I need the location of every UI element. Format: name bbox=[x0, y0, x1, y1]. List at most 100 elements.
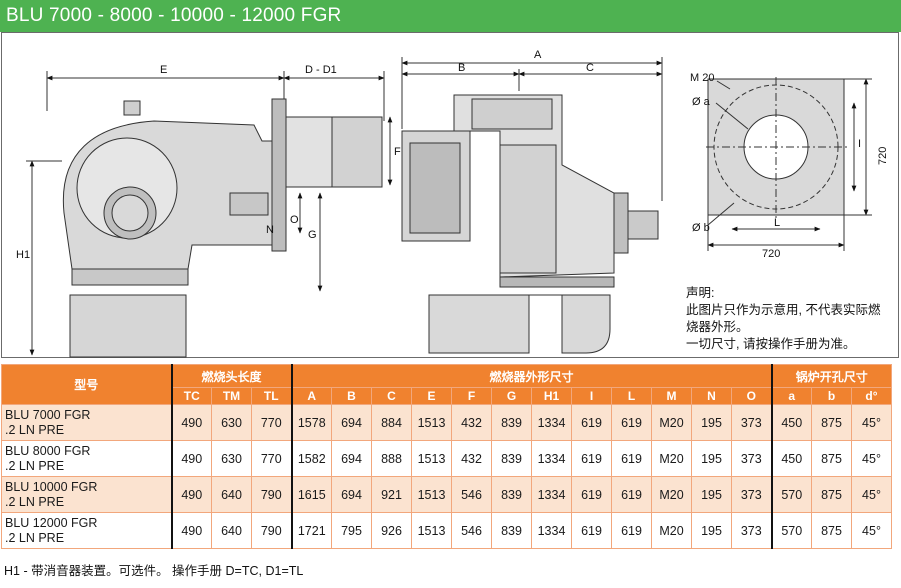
col-header: N bbox=[691, 387, 732, 405]
value-cell: 619 bbox=[611, 476, 652, 513]
value-cell: 640 bbox=[211, 512, 252, 549]
value-cell: 1334 bbox=[531, 476, 572, 513]
value-cell: 1578 bbox=[291, 404, 332, 441]
title-bar: BLU 7000 - 8000 - 10000 - 12000 FGR bbox=[0, 0, 901, 32]
value-cell: 888 bbox=[371, 440, 412, 477]
col-header: H1 bbox=[531, 387, 572, 405]
value-cell: 570 bbox=[771, 476, 812, 513]
value-cell: 45° bbox=[851, 512, 892, 549]
value-cell: 1582 bbox=[291, 440, 332, 477]
value-cell: 1615 bbox=[291, 476, 332, 513]
header-group-boiler: 锅炉开孔尺寸 bbox=[771, 364, 892, 388]
col-header: F bbox=[451, 387, 492, 405]
value-cell: 45° bbox=[851, 440, 892, 477]
value-cell: M20 bbox=[651, 476, 692, 513]
value-cell: 450 bbox=[771, 440, 812, 477]
value-cell: 1334 bbox=[531, 440, 572, 477]
model-cell: BLU 12000 FGR.2 LN PRE bbox=[1, 512, 173, 549]
value-cell: 875 bbox=[811, 404, 852, 441]
note-line: 一切尺寸, 请按操作手册为准。 bbox=[686, 337, 856, 351]
value-cell: 839 bbox=[491, 404, 532, 441]
value-cell: 640 bbox=[211, 476, 252, 513]
value-cell: 45° bbox=[851, 476, 892, 513]
value-cell: 195 bbox=[691, 404, 732, 441]
value-cell: 619 bbox=[571, 512, 612, 549]
header-group-head-length: 燃烧头长度 bbox=[171, 364, 293, 388]
footnote: H1 - 带消音器装置。可选件。 操作手册 D=TC, D1=TL bbox=[4, 564, 304, 578]
value-cell: 926 bbox=[371, 512, 412, 549]
model-name: BLU 12000 FGR bbox=[5, 515, 98, 530]
model-name: BLU 10000 FGR bbox=[5, 479, 98, 494]
technical-drawing: E D - D1 F O N G H1 bbox=[1, 32, 899, 358]
value-cell: 432 bbox=[451, 440, 492, 477]
col-header: TM bbox=[211, 387, 252, 405]
header-model: 型号 bbox=[1, 364, 173, 405]
col-header: M bbox=[651, 387, 692, 405]
value-cell: 839 bbox=[491, 476, 532, 513]
dim-label-A: A bbox=[534, 49, 542, 61]
value-cell: 1513 bbox=[411, 512, 452, 549]
value-cell: 619 bbox=[611, 512, 652, 549]
col-header: a bbox=[771, 387, 812, 405]
note-line: 烧器外形。 bbox=[686, 320, 749, 334]
value-cell: M20 bbox=[651, 440, 692, 477]
dim-label-H1: H1 bbox=[16, 249, 30, 261]
dim-label-B: B bbox=[458, 62, 465, 74]
value-cell: 195 bbox=[691, 476, 732, 513]
value-cell: 921 bbox=[371, 476, 412, 513]
value-cell: 1513 bbox=[411, 440, 452, 477]
value-cell: 630 bbox=[211, 404, 252, 441]
col-header: TC bbox=[171, 387, 212, 405]
disclaimer-note: 声明: 此图片只作为示意用, 不代表实际燃 烧器外形。 一切尺寸, 请按操作手册… bbox=[686, 285, 898, 353]
value-cell: 373 bbox=[731, 440, 773, 477]
value-cell: 1721 bbox=[291, 512, 332, 549]
value-cell: 1334 bbox=[531, 512, 572, 549]
value-cell: 770 bbox=[251, 440, 293, 477]
value-cell: M20 bbox=[651, 404, 692, 441]
dim-label-O: O bbox=[290, 214, 299, 226]
value-cell: M20 bbox=[651, 512, 692, 549]
value-cell: 694 bbox=[331, 476, 372, 513]
value-cell: 790 bbox=[251, 476, 293, 513]
col-header: B bbox=[331, 387, 372, 405]
col-header: E bbox=[411, 387, 452, 405]
dim-label-720-horizontal: 720 bbox=[762, 248, 780, 260]
model-variant: .2 LN PRE bbox=[5, 530, 65, 545]
value-cell: 1334 bbox=[531, 404, 572, 441]
dim-label-E: E bbox=[160, 64, 167, 76]
value-cell: 619 bbox=[611, 404, 652, 441]
value-cell: 875 bbox=[811, 440, 852, 477]
value-cell: 694 bbox=[331, 404, 372, 441]
dim-label-L: L bbox=[774, 217, 780, 229]
side-view bbox=[26, 71, 393, 358]
model-variant: .2 LN PRE bbox=[5, 422, 65, 437]
value-cell: 619 bbox=[571, 476, 612, 513]
value-cell: 790 bbox=[251, 512, 293, 549]
dim-label-phi-b: Ø b bbox=[692, 222, 710, 234]
dim-label-F: F bbox=[394, 146, 401, 158]
value-cell: 839 bbox=[491, 440, 532, 477]
value-cell: 619 bbox=[571, 440, 612, 477]
col-header: I bbox=[571, 387, 612, 405]
value-cell: 195 bbox=[691, 440, 732, 477]
header-group-dimensions: 燃烧器外形尺寸 bbox=[291, 364, 773, 388]
value-cell: 1513 bbox=[411, 404, 452, 441]
dim-label-phi-a: Ø a bbox=[692, 96, 711, 108]
model-name: BLU 7000 FGR bbox=[5, 407, 91, 422]
dim-label-I: I bbox=[858, 138, 861, 150]
model-cell: BLU 8000 FGR.2 LN PRE bbox=[1, 440, 173, 477]
value-cell: 490 bbox=[171, 440, 212, 477]
value-cell: 884 bbox=[371, 404, 412, 441]
dim-label-M20: M 20 bbox=[690, 72, 714, 84]
value-cell: 839 bbox=[491, 512, 532, 549]
value-cell: 373 bbox=[731, 476, 773, 513]
value-cell: 432 bbox=[451, 404, 492, 441]
model-name: BLU 8000 FGR bbox=[5, 443, 91, 458]
value-cell: 694 bbox=[331, 440, 372, 477]
drawing-svg: E D - D1 F O N G H1 bbox=[16, 49, 889, 358]
value-cell: 490 bbox=[171, 512, 212, 549]
value-cell: 490 bbox=[171, 404, 212, 441]
col-header: L bbox=[611, 387, 652, 405]
